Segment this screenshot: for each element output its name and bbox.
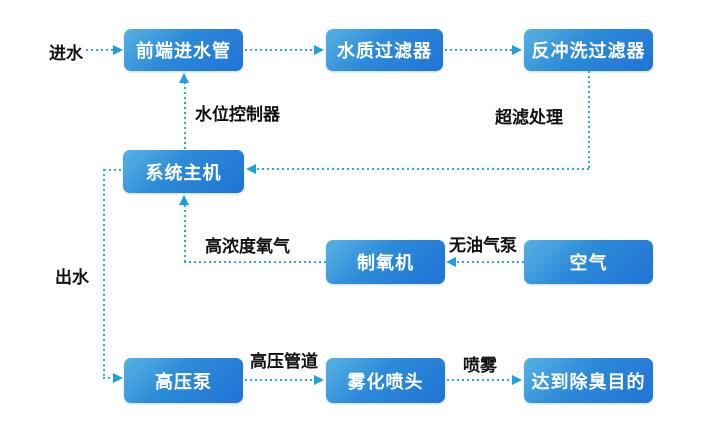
connector-oxygen-up-to-host [184, 205, 186, 262]
node-high-pressure-pump: 高压泵 [124, 358, 243, 403]
node-water-filter: 水质过滤器 [326, 29, 443, 71]
label-spray: 喷雾 [463, 356, 497, 376]
arrowhead-right-icon [113, 45, 123, 55]
label-water-in: 进水 [49, 44, 83, 64]
label-high-pressure-pipe: 高压管道 [250, 352, 318, 372]
connector-backwash-down [588, 71, 590, 169]
connector-host-left-stub [104, 169, 123, 171]
connector-inlet-pipe-to-water-filter [245, 49, 314, 51]
connector-nozzle-to-goal [447, 379, 512, 381]
connector-air-to-oxygen-generator [457, 261, 524, 263]
connector-host-to-inlet-pipe [184, 82, 186, 150]
node-deodorization-goal: 达到除臭目的 [524, 358, 653, 403]
label-high-conc-oxygen: 高浓度氧气 [205, 237, 290, 257]
arrowhead-right-icon [512, 375, 522, 385]
connector-water-out-down [103, 169, 105, 379]
node-front-inlet-pipe: 前端进水管 [124, 29, 243, 71]
label-oil-free-pump: 无油气泵 [449, 236, 517, 256]
label-ultrafiltration: 超滤处理 [495, 108, 563, 128]
connector-pump-to-nozzle [245, 379, 314, 381]
label-water-level-controller: 水位控制器 [195, 105, 280, 125]
connector-water-filter-to-backwash [445, 49, 512, 51]
node-atomizing-nozzle: 雾化喷头 [326, 358, 445, 403]
node-backwash-filter: 反冲洗过滤器 [524, 29, 653, 71]
arrowhead-right-icon [314, 375, 324, 385]
node-oxygen-generator: 制氧机 [326, 240, 445, 284]
arrowhead-right-icon [314, 45, 324, 55]
label-water-out: 出水 [55, 268, 89, 288]
arrowhead-up-icon [179, 73, 189, 83]
arrowhead-right-icon [512, 45, 522, 55]
connector-backwash-to-host [257, 168, 590, 170]
node-air: 空气 [524, 240, 653, 284]
connector-into-pump [103, 377, 114, 379]
arrowhead-left-icon [446, 257, 456, 267]
node-system-host: 系统主机 [123, 150, 244, 193]
arrowhead-up-icon [179, 195, 189, 205]
arrowhead-right-icon [113, 373, 123, 383]
connector-oxygen-horizontal [184, 261, 326, 263]
connector-water-in-to-inlet-pipe [86, 49, 114, 51]
arrowhead-left-icon [246, 164, 256, 174]
